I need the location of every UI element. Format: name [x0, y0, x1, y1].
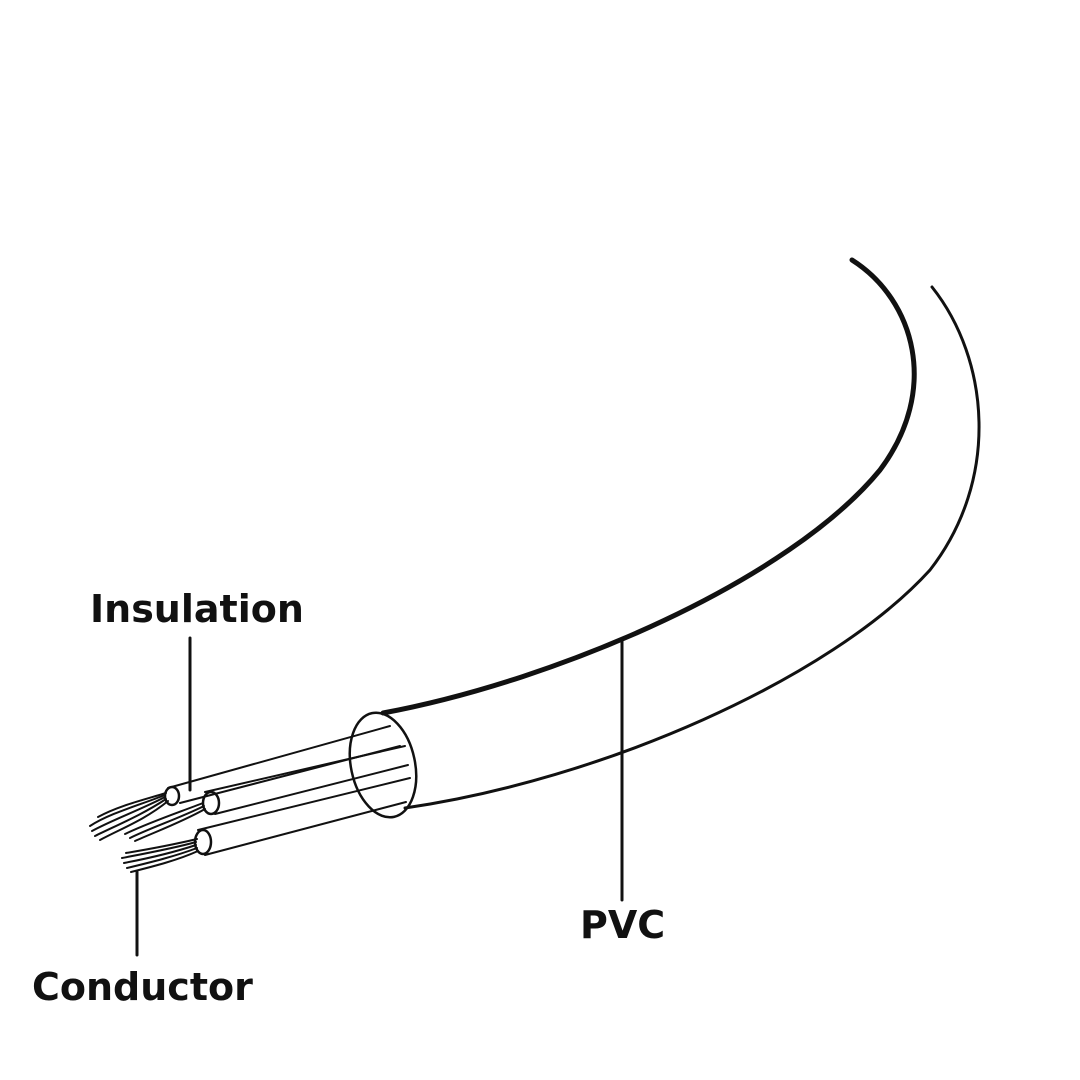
pvc-jacket-lower-edge: [403, 285, 981, 810]
conductor-strands-lower: [121, 838, 199, 873]
wire-middle-insulation-upper: [204, 745, 406, 793]
wire-middle-insulation-lower: [214, 764, 409, 815]
conductor-strands-upper: [89, 792, 206, 842]
conductor-label: Conductor: [32, 965, 253, 1009]
wire-top-insulation-upper: [167, 725, 391, 789]
pvc-label: PVC: [580, 903, 666, 947]
insulation-label: Insulation: [90, 587, 304, 631]
pvc-jacket-upper-edge: [380, 257, 917, 716]
pvc-jacket-cut-end: [348, 711, 418, 819]
wire-bottom-insulation-upper: [197, 777, 411, 831]
wire-bottom-insulation-lower: [204, 801, 407, 856]
